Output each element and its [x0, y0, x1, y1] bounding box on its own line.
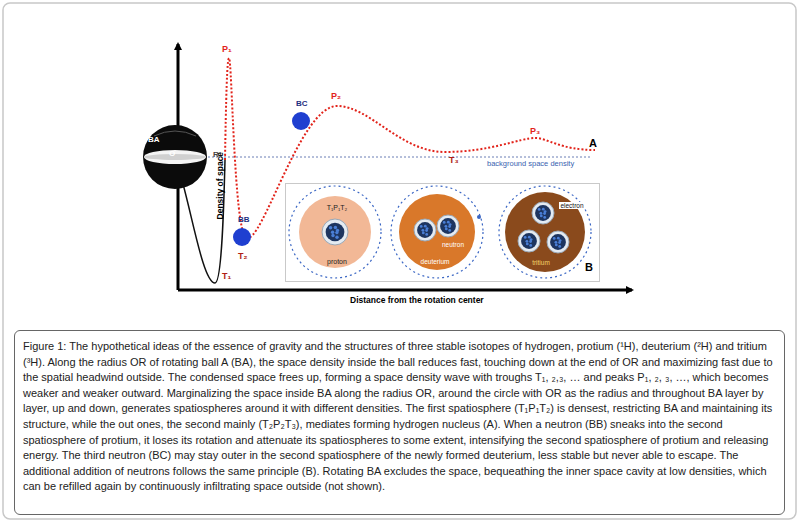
outer-border: [3, 3, 796, 519]
node-label: B: [585, 261, 593, 273]
tritium-circle: electron tritium: [497, 184, 593, 280]
node-label: deuterium: [421, 258, 450, 265]
deuterium-circle: neutron deuterium: [389, 184, 485, 280]
point-label: O: [169, 150, 175, 159]
trough-label: T₁: [222, 272, 231, 282]
axis-title: Density of space: [216, 152, 225, 220]
protium-circle: T₁P₁T₂ proton: [287, 184, 383, 280]
neutron-ball: [233, 228, 251, 246]
figure-caption: Figure 1: The hypothetical ideas of the …: [14, 330, 785, 515]
neutron-ball: [292, 112, 310, 130]
x-axis: [178, 289, 632, 292]
isotope-panel: B T₁P₁T₂ proton neutron deuterium electron tri…: [285, 183, 600, 282]
deuterium-circle-shape: [389, 184, 485, 280]
node-label: proton: [327, 258, 347, 266]
peak-label: P₃: [530, 127, 540, 137]
node-label: BA: [148, 136, 160, 145]
node-label: neutron: [442, 241, 464, 248]
protium-circle-shape: [287, 184, 383, 280]
panel-letter: A: [589, 137, 597, 149]
node-label: electron: [559, 202, 584, 209]
node-label: T₁P₁T₂: [327, 204, 348, 212]
peak-label: P₁: [222, 45, 232, 55]
node-label: tritium: [532, 259, 550, 266]
axis-title: Distance from the rotation center: [350, 296, 484, 305]
peak-label: P₂: [331, 92, 341, 102]
reference-label: background space density: [487, 160, 574, 168]
trough-label: T₃: [449, 156, 459, 166]
trough-label: T₂: [238, 252, 248, 262]
background-line: [176, 157, 592, 158]
neutron-label: BB: [238, 216, 250, 225]
neutron-label: BC: [296, 100, 308, 109]
